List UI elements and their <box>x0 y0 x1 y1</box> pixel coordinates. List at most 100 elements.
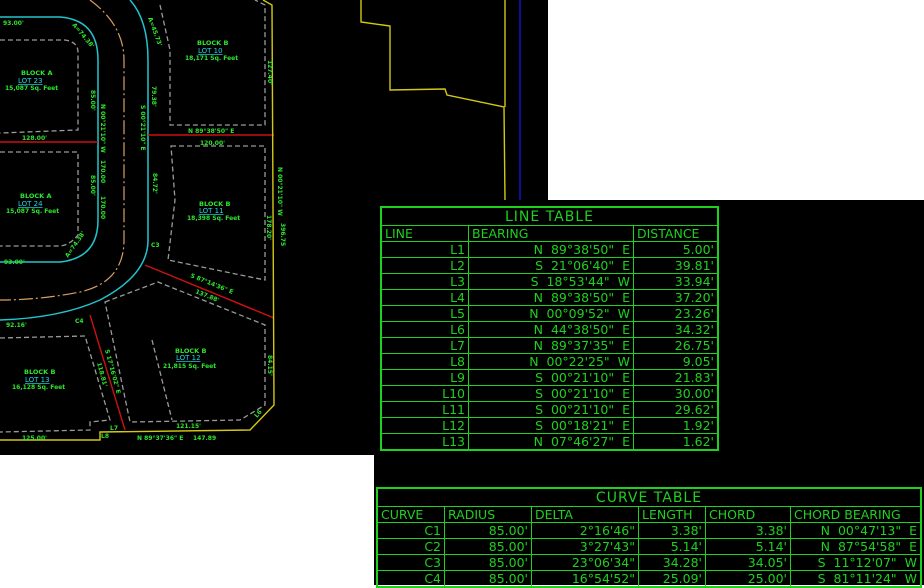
bearing-angle: 00°47'13" <box>837 522 902 538</box>
bearing-dir1: N <box>533 241 544 257</box>
curve-radius: 85.00' <box>444 570 532 587</box>
line-bearing: N 89°38'50" E <box>468 241 634 258</box>
curve-chord-bearing: S 11°12'07" W <box>790 554 921 571</box>
svg-text:147.89: 147.89 <box>193 435 216 442</box>
header-distance: DISTANCE <box>633 225 718 242</box>
svg-text:128.00': 128.00' <box>22 135 47 142</box>
curve-chord-bearing: S 81°11'24" W <box>790 570 921 587</box>
bearing-dir1: S <box>535 369 544 385</box>
svg-text:A=74.38': A=74.38' <box>70 22 95 50</box>
curve-delta: 16°54'52" <box>531 570 639 587</box>
header-chord-bearing: CHORD BEARING <box>790 506 921 523</box>
lot-label-12[interactable]: BLOCK B LOT 12 21,815 Sq. Feet <box>163 347 216 370</box>
subdivision-plat-drawing[interactable]: BLOCK A LOT 23 15,087 Sq. Feet BLOCK B L… <box>0 0 548 455</box>
header-delta: DELTA <box>531 506 639 523</box>
line-bearing: S 21°06'40" E <box>468 257 634 274</box>
svg-text:84.72': 84.72' <box>151 173 158 194</box>
bearing-dir2: E <box>622 433 630 449</box>
line-id: L4 <box>381 289 469 306</box>
bearing-dir2: W <box>617 273 630 289</box>
lot-label-13[interactable]: BLOCK B LOT 13 16,128 Sq. Feet <box>12 368 65 391</box>
line-distance: 23.26' <box>633 305 718 322</box>
svg-text:84.15': 84.15' <box>266 355 273 376</box>
line-id: L2 <box>381 257 469 274</box>
svg-text:92.16': 92.16' <box>6 322 27 329</box>
lot-label-10[interactable]: BLOCK B LOT 10 18,171 Sq. Feet <box>185 39 238 62</box>
bearing-angle: 00°22'25" <box>546 353 610 369</box>
curve-length: 25.09' <box>638 570 706 587</box>
line-distance: 34.32' <box>633 321 718 338</box>
bearing-dir1: S <box>535 417 544 433</box>
bearing-angle: 00°21'10" <box>550 401 615 417</box>
line-bearing: S 00°21'10" E <box>468 401 634 418</box>
curve-chord: 25.00' <box>705 570 791 587</box>
line-distance: 33.94' <box>633 273 718 290</box>
line-distance: 1.62' <box>633 433 718 450</box>
line-bearing: N 07°46'27" E <box>468 433 634 450</box>
header-chord: CHORD <box>705 506 791 523</box>
curve-table-title: CURVE TABLE <box>377 488 921 507</box>
curve-id: C2 <box>377 538 445 555</box>
svg-text:N 00°21'10" W: N 00°21'10" W <box>99 104 106 153</box>
svg-text:BLOCK B: BLOCK B <box>197 39 228 47</box>
header-curve: CURVE <box>377 506 445 523</box>
curve-length: 34.28' <box>638 554 706 571</box>
lot-lines <box>0 0 275 431</box>
bearing-dir2: W <box>617 305 630 321</box>
svg-text:18,398 Sq. Feet: 18,398 Sq. Feet <box>187 215 240 222</box>
curve-chord-bearing: N 00°47'13" E <box>790 522 921 539</box>
bearing-angle: 44°38'50" <box>550 321 615 337</box>
curve-delta: 3°27'43" <box>531 538 639 555</box>
curve-chord: 34.05' <box>705 554 791 571</box>
bearing-dir1: N <box>533 321 544 337</box>
bearing-angle: 00°18'21" <box>550 417 615 433</box>
line-bearing: S 00°21'10" E <box>468 369 634 386</box>
svg-text:BLOCK B: BLOCK B <box>175 347 206 355</box>
line-id: L8 <box>381 353 469 370</box>
line-distance: 29.62' <box>633 401 718 418</box>
header-length: LENGTH <box>638 506 706 523</box>
svg-text:LOT 13: LOT 13 <box>25 376 50 384</box>
bearing-dir1: N <box>529 353 539 369</box>
svg-text:BLOCK A: BLOCK A <box>21 69 53 77</box>
line-bearing: N 89°38'50" E <box>468 289 634 306</box>
bearing-angle: 87°54'58" <box>837 538 902 554</box>
bearing-angle: 00°09'52" <box>546 305 610 321</box>
svg-text:N 00°21'10" W: N 00°21'10" W <box>276 167 283 216</box>
svg-text:LOT 23: LOT 23 <box>18 77 43 85</box>
lot-label-24[interactable]: BLOCK A LOT 24 15,087 Sq. Feet <box>6 192 59 215</box>
line-id: L7 <box>381 337 469 354</box>
lot-label-23[interactable]: BLOCK A LOT 23 15,087 Sq. Feet <box>5 69 58 92</box>
bearing-angle: 89°37'35" <box>550 337 615 353</box>
bearing-dir1: N <box>820 522 831 538</box>
svg-text:21,815 Sq. Feet: 21,815 Sq. Feet <box>163 363 216 370</box>
line-table-title: LINE TABLE <box>381 207 718 226</box>
bearing-dir2: E <box>622 417 630 433</box>
bearing-dir1: N <box>529 305 539 321</box>
bearing-dir2: W <box>904 554 917 570</box>
bearing-dir2: E <box>622 321 630 337</box>
bearing-dir2: E <box>622 257 630 273</box>
line-bearing: N 44°38'50" E <box>468 321 634 338</box>
bearing-dir2: E <box>622 241 630 257</box>
lot-label-11[interactable]: BLOCK B LOT 11 18,398 Sq. Feet <box>187 200 240 222</box>
bearing-dir1: S <box>535 385 544 401</box>
bearing-angle: 11°12'07" <box>833 554 897 570</box>
bearing-dir2: E <box>622 385 630 401</box>
header-bearing: BEARING <box>468 225 634 242</box>
line-id: L13 <box>381 433 469 450</box>
svg-text:BLOCK B: BLOCK B <box>24 368 55 376</box>
svg-text:93.00': 93.00' <box>3 20 24 27</box>
line-distance: 9.05' <box>633 353 718 370</box>
svg-text:85.00': 85.00' <box>89 90 96 111</box>
curve-id: C3 <box>377 554 445 571</box>
bearing-dir2: E <box>622 337 630 353</box>
bearing-dir1: N <box>533 337 544 353</box>
line-distance: 1.92' <box>633 417 718 434</box>
